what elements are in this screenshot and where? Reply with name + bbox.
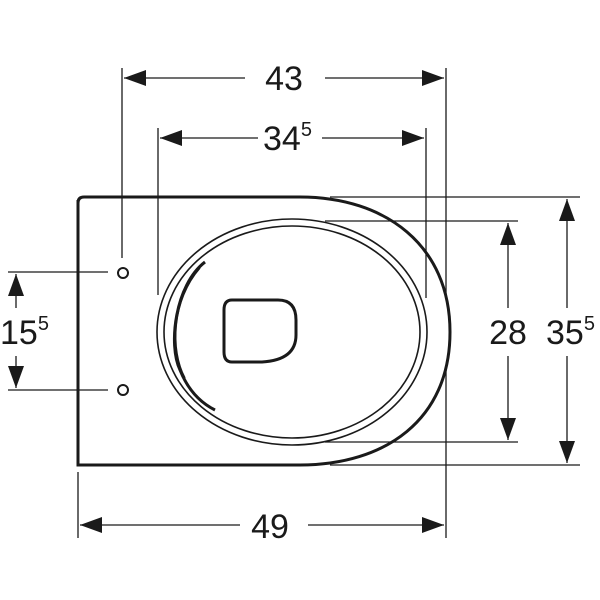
dimension-label-34-5: 345 [263, 119, 312, 158]
dimension-28: 28 [489, 223, 527, 440]
fixing-hole-bottom [117, 384, 129, 396]
dimension-label-28: 28 [489, 314, 527, 352]
arrow-head [8, 274, 24, 296]
dimension-34-5: 345 [160, 119, 424, 158]
bowl-outline [76, 195, 452, 467]
dimension-label-15-5: 155 [0, 313, 49, 352]
arrow-head [559, 441, 575, 463]
arrow-head [500, 418, 516, 440]
arrow-head [160, 130, 182, 146]
arrow-head [422, 517, 444, 533]
bowl-opening-arc [172, 260, 216, 412]
rim-inner [163, 225, 421, 439]
bowl-opening-arc-inner [175, 267, 201, 379]
dimension-43: 43 [124, 60, 444, 98]
arrow-head [422, 70, 444, 86]
rim-outer [156, 218, 428, 446]
dimension-15-5: 155 [0, 274, 49, 388]
dimension-label-43: 43 [265, 60, 303, 98]
dimension-label-49: 49 [251, 508, 289, 546]
fixing-hole-top [117, 267, 129, 279]
arrow-head [500, 223, 516, 245]
arrow-head [124, 70, 146, 86]
dimension-label-35-5: 355 [546, 313, 595, 352]
arrow-head [80, 517, 102, 533]
dimension-49: 49 [80, 508, 444, 546]
arrow-head [402, 130, 424, 146]
arrow-head [559, 199, 575, 221]
arrow-head [8, 366, 24, 388]
drain-hole [222, 298, 298, 364]
dimension-35-5: 355 [546, 199, 595, 463]
